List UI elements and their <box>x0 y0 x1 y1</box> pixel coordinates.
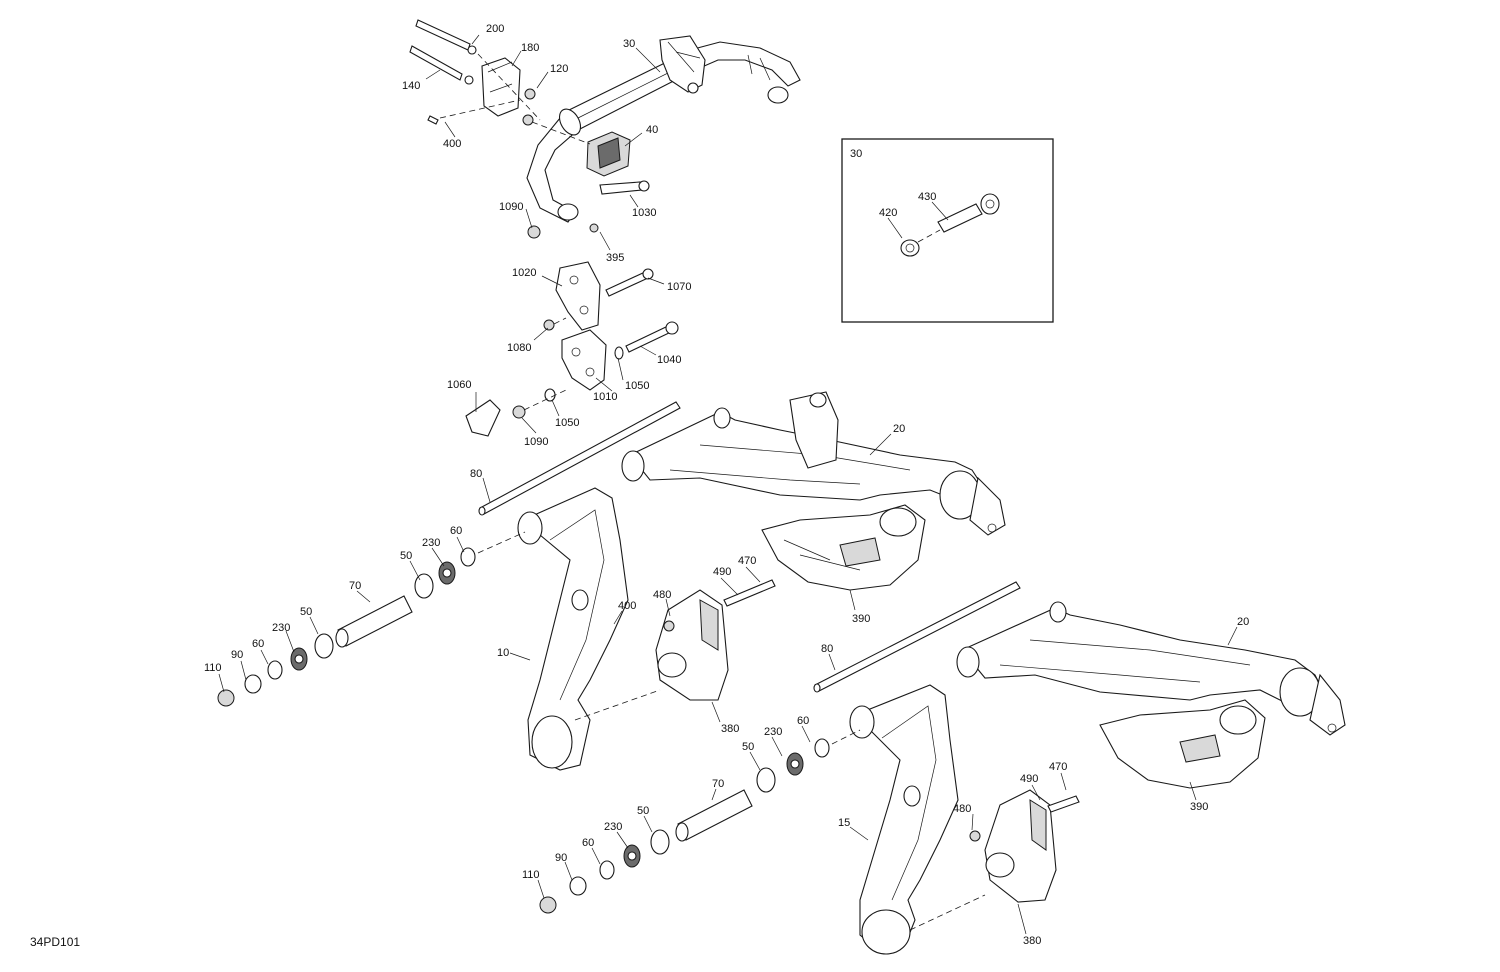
callout-230: 230 <box>764 726 782 738</box>
sway-bar <box>526 41 801 223</box>
callout-50: 50 <box>742 741 754 753</box>
callout-80: 80 <box>470 468 482 480</box>
trailing-arm-10 <box>517 487 629 771</box>
callout-90: 90 <box>555 852 567 864</box>
callout-1070: 1070 <box>667 281 691 293</box>
callout-90: 90 <box>231 649 243 661</box>
callout-1060: 1060 <box>447 379 471 391</box>
callout-380: 380 <box>721 723 739 735</box>
callout-380: 380 <box>1023 935 1041 947</box>
callout-20: 20 <box>1237 616 1249 628</box>
callout-490: 490 <box>713 566 731 578</box>
callout-230: 230 <box>272 622 290 634</box>
callout-80: 80 <box>821 643 833 655</box>
bearing-stack-top <box>217 531 526 707</box>
inset-detail-30 <box>841 138 1054 323</box>
callout-60: 60 <box>797 715 809 727</box>
callout-40: 40 <box>646 124 658 136</box>
callout-110: 110 <box>522 869 540 881</box>
callout-420: 420 <box>879 207 897 219</box>
callout-200: 200 <box>486 23 504 35</box>
callout-400: 400 <box>618 600 636 612</box>
sway-bar-bushing-40 <box>586 131 631 177</box>
callout-60: 60 <box>450 525 462 537</box>
callout-1030: 1030 <box>632 207 656 219</box>
callout-400: 400 <box>443 138 461 150</box>
callout-50: 50 <box>637 805 649 817</box>
leader-lines <box>218 34 1238 935</box>
callout-60: 60 <box>582 837 594 849</box>
callout-430: 430 <box>918 191 936 203</box>
callout-230: 230 <box>422 537 440 549</box>
shaft-80-top <box>478 401 681 516</box>
callout-480: 480 <box>653 589 671 601</box>
callout-10: 10 <box>497 647 509 659</box>
upper-a-arm-20-bottom <box>956 601 1346 736</box>
callout-480: 480 <box>953 803 971 815</box>
inset-label: 30 <box>850 148 862 160</box>
trailing-arm-15 <box>849 684 959 955</box>
callout-470: 470 <box>738 555 756 567</box>
bracket-1010 <box>561 329 607 391</box>
callout-490: 490 <box>1020 773 1038 785</box>
callout-labels: 200 180 140 120 400 30 40 1090 1030 395 … <box>30 23 1249 949</box>
callout-180: 180 <box>521 42 539 54</box>
callout-30: 30 <box>623 38 635 50</box>
bearing-stack-bottom <box>539 729 861 914</box>
bolts-and-fasteners-top <box>409 19 650 239</box>
callout-20: 20 <box>893 423 905 435</box>
callout-50: 50 <box>400 550 412 562</box>
shock-mount-upper <box>789 391 839 469</box>
callout-110: 110 <box>204 662 222 674</box>
hub-guard-380-bottom <box>909 789 1080 931</box>
callout-1090: 1090 <box>499 201 523 213</box>
callout-50: 50 <box>300 606 312 618</box>
skid-plate-390-bottom <box>1099 699 1266 789</box>
callout-140: 140 <box>402 80 420 92</box>
diagram-id: 34PD101 <box>30 935 80 949</box>
callout-1020: 1020 <box>512 267 536 279</box>
callout-1010: 1010 <box>593 391 617 403</box>
callout-15: 15 <box>838 817 850 829</box>
callout-1050: 1050 <box>625 380 649 392</box>
callout-470: 470 <box>1049 761 1067 773</box>
bracket-1020 <box>555 261 601 331</box>
callout-395: 395 <box>606 252 624 264</box>
sway-bar-bracket-right <box>659 35 706 94</box>
bracket-180 <box>481 57 521 117</box>
callout-1050: 1050 <box>555 417 579 429</box>
callout-70: 70 <box>712 778 724 790</box>
callout-230: 230 <box>604 821 622 833</box>
callout-390: 390 <box>852 613 870 625</box>
callout-1080: 1080 <box>507 342 531 354</box>
callout-70: 70 <box>349 580 361 592</box>
callout-390: 390 <box>1190 801 1208 813</box>
callout-120: 120 <box>550 63 568 75</box>
bolts-1040-1070 <box>465 268 679 437</box>
callout-60: 60 <box>252 638 264 650</box>
callout-1090: 1090 <box>524 436 548 448</box>
hub-guard-380-top <box>574 579 776 721</box>
skid-plate-390-top <box>761 504 926 591</box>
callout-1040: 1040 <box>657 354 681 366</box>
shaft-80-bottom <box>813 581 1021 693</box>
